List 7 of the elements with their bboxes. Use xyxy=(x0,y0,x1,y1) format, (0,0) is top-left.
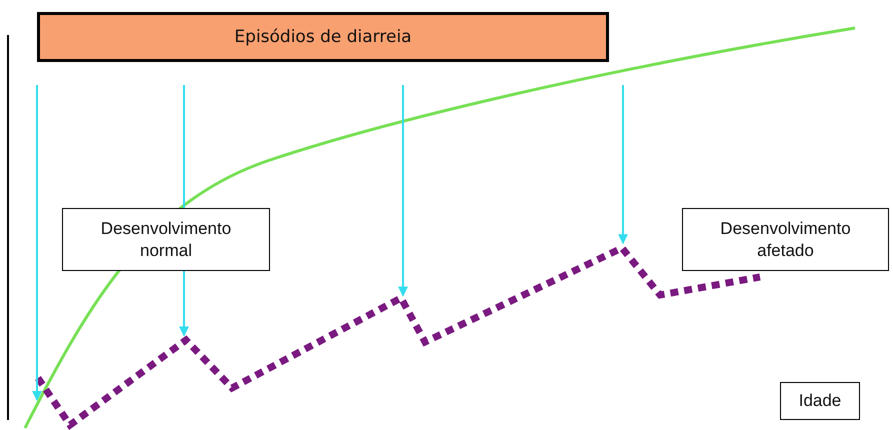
arrow xyxy=(618,85,628,244)
arrow xyxy=(32,85,42,401)
text-box: Desenvolvimento normal xyxy=(62,208,270,271)
axis-label-box: Idade xyxy=(780,382,860,420)
arrow xyxy=(398,85,408,297)
episode-bar: Episódios de diarreia xyxy=(37,12,609,62)
text-box: Desenvolvimento afetado xyxy=(682,208,889,271)
